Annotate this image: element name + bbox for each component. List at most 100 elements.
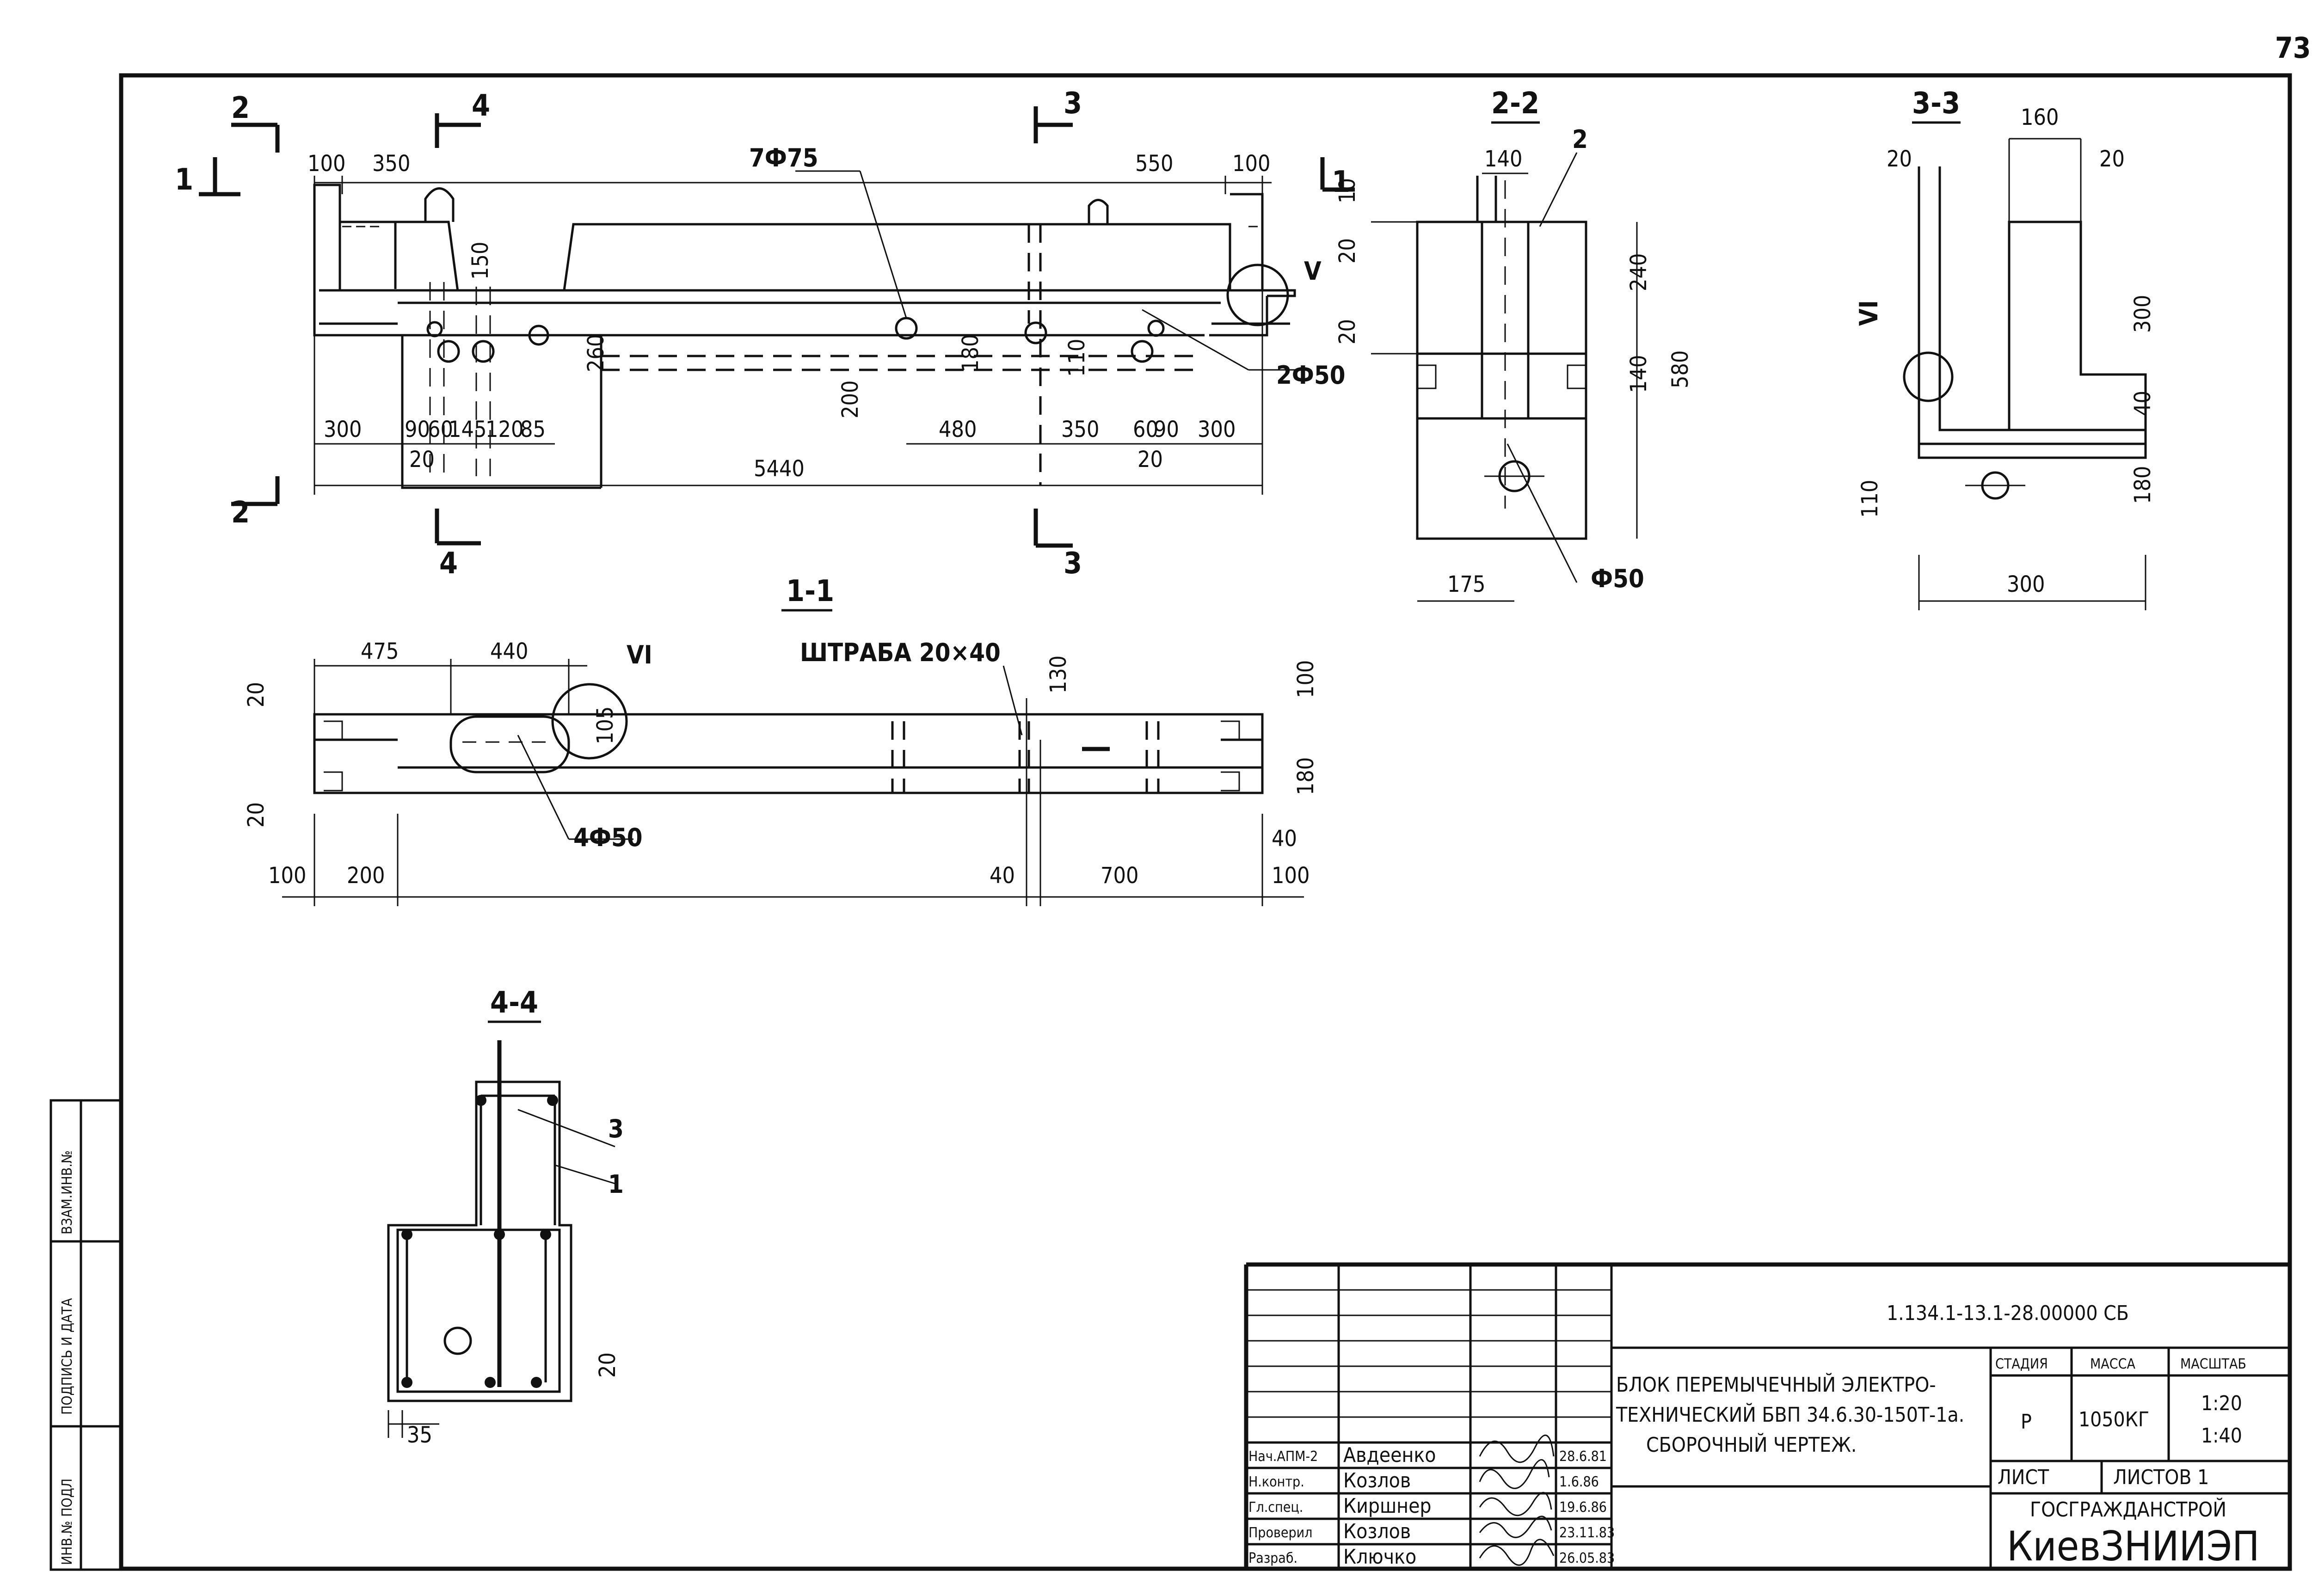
stamp-col2: ПОДПИСЬ И ДАТА	[59, 1298, 75, 1415]
dim-180: 180	[2130, 466, 2156, 504]
stage-header: СТАДИЯ	[1995, 1356, 2048, 1372]
stamp-col3: ВЗАМ.ИНВ.№	[59, 1150, 75, 1234]
dim-20b: 20	[243, 802, 269, 828]
name-3: Киршнер	[1343, 1494, 1432, 1518]
doc-code: 1.134.1-13.1-28.00000 СБ	[1887, 1301, 2129, 1325]
dim-105: 105	[592, 706, 618, 744]
dim-300-vertical: 300	[2130, 295, 2156, 333]
dim-180: 180	[958, 334, 984, 372]
dim-100-left: 100	[307, 151, 345, 177]
main-elevation-view: V 7Ф75 2Ф50 2 2 4 4 3 3 1 1 100 350 550 …	[175, 86, 1355, 581]
cut-3-bottom-label: 3	[1064, 546, 1082, 581]
cut-2-bottom-label: 2	[231, 496, 250, 530]
dim-60a: 60	[428, 417, 453, 442]
title-line2: ТЕХНИЧЕСКИЙ БВП 34.6.30-150Т-1а.	[1616, 1402, 1964, 1427]
page-number: 73	[2275, 31, 2311, 65]
role-3: Гл.спец.	[1248, 1499, 1303, 1516]
date-4: 23.11.83	[1559, 1525, 1615, 1541]
dim-700: 700	[1101, 863, 1138, 889]
cut-4-bottom-label: 4	[439, 546, 458, 581]
dim-10: 10	[1334, 178, 1360, 203]
dim-300-horizontal: 300	[2007, 571, 2045, 597]
dim-20a: 20	[409, 447, 435, 473]
holes-4f50-label: 4Ф50	[573, 823, 643, 852]
dim-145: 145	[449, 417, 486, 442]
dim-90b: 90	[1154, 417, 1179, 442]
dim-350-bottom: 350	[1061, 417, 1099, 442]
role-5: Разраб.	[1248, 1550, 1297, 1566]
mass-value: 1050КГ	[2078, 1408, 2149, 1431]
cut-4-top-label: 4	[472, 89, 490, 123]
stage-value: Р	[2021, 1410, 2032, 1434]
name-2: Козлов	[1343, 1469, 1411, 1492]
cut-2-top-label: 2	[231, 91, 250, 125]
dim-130: 130	[1045, 656, 1071, 694]
dim-20: 20	[595, 1352, 621, 1378]
role-2: Н.контр.	[1248, 1474, 1304, 1490]
dim-40-right: 40	[1272, 826, 1297, 852]
dim-100-right: 100	[1293, 660, 1319, 698]
dim-35: 35	[407, 1422, 432, 1448]
section-4-4: 4-4 3 1 20 35	[387, 986, 624, 1448]
sheet-label: ЛИСТ	[1998, 1466, 2049, 1489]
dim-20a: 20	[1334, 238, 1360, 264]
dim-440: 440	[490, 638, 528, 664]
name-1: Авдеенко	[1343, 1443, 1436, 1467]
signature-2	[1479, 1459, 1550, 1489]
title-line1: БЛОК ПЕРЕМЫЧЕЧНЫЙ ЭЛЕКТРО-	[1616, 1372, 1936, 1397]
dim-20b: 20	[1138, 447, 1163, 473]
cut-1-right-label: 1	[1332, 165, 1350, 199]
dim-40: 40	[2130, 391, 2156, 416]
scale-value-1: 1:20	[2201, 1392, 2242, 1415]
section-2-2: 2-2 Ф50 2 140 10 20 240 20 140 580 175	[1334, 86, 1693, 602]
date-3: 19.6.86	[1559, 1499, 1607, 1516]
dim-240: 240	[1626, 253, 1652, 291]
dim-260: 260	[583, 334, 609, 372]
dim-160: 160	[2021, 104, 2059, 130]
groove-label: ШТРАБА 20×40	[800, 638, 1001, 667]
title-block: 1.134.1-13.1-28.00000 СБ БЛОК ПЕРЕМЫЧЕЧН…	[1244, 1262, 2290, 1570]
title-line3: СБОРОЧНЫЙ ЧЕРТЕЖ.	[1646, 1432, 1857, 1457]
sheets-label: ЛИСТОВ 1	[2113, 1466, 2209, 1489]
dim-175: 175	[1447, 571, 1485, 597]
dim-100a: 100	[268, 863, 306, 889]
role-1: Нач.АПМ-2	[1248, 1449, 1318, 1465]
dim-20-left: 20	[1887, 146, 1912, 172]
mass-header: МАССА	[2090, 1356, 2135, 1372]
dim-300-right: 300	[1198, 417, 1236, 442]
stamp-col1: ИНВ.№ ПОДЛ	[59, 1479, 75, 1565]
dim-350-top: 350	[372, 151, 410, 177]
signature-3	[1479, 1492, 1552, 1516]
dim-20-right: 20	[2099, 146, 2125, 172]
node-v-label: V	[1304, 257, 1322, 286]
section-4-4-title: 4-4	[490, 986, 538, 1020]
section-2-2-title: 2-2	[1491, 86, 1539, 121]
section-3-3: 3-3 VI 160 20 20 300 40 180 110 300	[1854, 86, 2156, 610]
cut-3-top-label: 3	[1064, 86, 1082, 121]
dim-140-top: 140	[1484, 146, 1522, 172]
hole-f50-label: Ф50	[1591, 564, 1644, 593]
signature-1	[1479, 1434, 1555, 1463]
dim-120: 120	[486, 417, 523, 442]
dim-100-right: 100	[1232, 151, 1270, 177]
holes-7f75-label: 7Ф75	[749, 143, 818, 172]
side-stamp: ИНВ.№ ПОДЛ ПОДПИСЬ И ДАТА ВЗАМ.ИНВ.№	[49, 1099, 123, 1571]
dim-40: 40	[990, 863, 1015, 889]
dim-100b: 100	[1272, 863, 1310, 889]
dim-20b: 20	[1334, 319, 1360, 344]
signature-5	[1479, 1539, 1555, 1566]
dim-150: 150	[467, 242, 493, 280]
dim-200: 200	[837, 381, 863, 418]
scale-header: МАСШТАБ	[2180, 1356, 2246, 1372]
dim-140: 140	[1626, 355, 1652, 393]
dim-85: 85	[520, 417, 546, 442]
cut-1-left-label: 1	[175, 163, 193, 197]
dim-300-left: 300	[324, 417, 362, 442]
node-vi-label: VI	[627, 640, 652, 669]
role-4: Проверил	[1248, 1525, 1312, 1541]
dim-110: 110	[1857, 480, 1883, 518]
dim-180-right: 180	[1293, 757, 1319, 795]
pos-2-label: 2	[1572, 125, 1588, 154]
section-1-1: 1-1 ШТРАБА 20×40 VI 4Ф50 475 440 130 100…	[243, 574, 1319, 906]
